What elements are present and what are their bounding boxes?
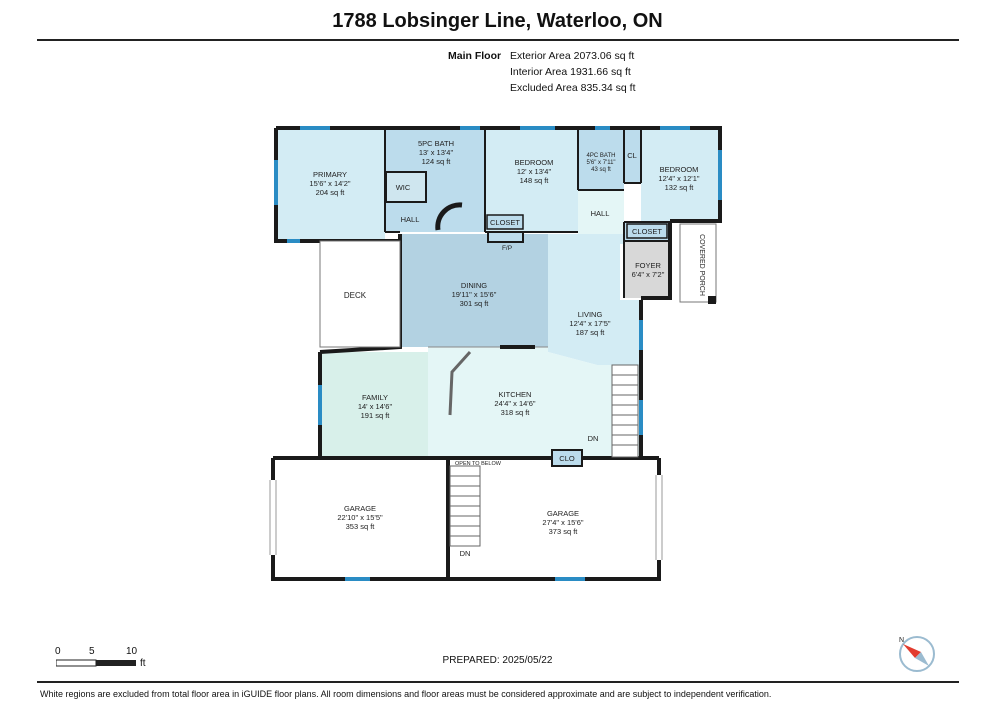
family-dims: 14' x 14'6" [358, 402, 393, 411]
clo-label: CLO [559, 454, 575, 463]
stairs-garage [449, 465, 481, 547]
living-name: LIVING [578, 310, 603, 319]
family-name: FAMILY [362, 393, 388, 402]
windows [274, 126, 722, 581]
room-fills [273, 128, 720, 579]
foyer-name: FOYER [635, 261, 661, 270]
bath5-area: 124 sq ft [422, 157, 452, 166]
bedroom2-room[interactable] [641, 128, 720, 221]
compass-icon: N [895, 632, 939, 681]
scale-graphic [56, 659, 136, 667]
garage2-dims: 27'4" x 15'6" [542, 518, 583, 527]
primary-area: 204 sq ft [316, 188, 346, 197]
bedroom2-name: BEDROOM [660, 165, 699, 174]
living-room[interactable] [548, 234, 641, 365]
exterior-area: Exterior Area 2073.06 sq ft [510, 50, 635, 62]
dining-room[interactable] [400, 234, 548, 347]
dining-name: DINING [461, 281, 487, 290]
dn-label-garage: DN [460, 549, 471, 558]
primary-room[interactable] [276, 128, 385, 241]
bedroom2-area: 132 sq ft [665, 183, 695, 192]
primary-name: PRIMARY [313, 170, 347, 179]
kitchen-island [448, 350, 472, 416]
garage1-name: GARAGE [344, 504, 376, 513]
bath4-room[interactable] [578, 128, 624, 190]
bath5-name: 5PC BATH [418, 139, 454, 148]
bath4-dims: 5'6" x 7'11" [586, 160, 615, 166]
bath4-area: 43 sq ft [591, 167, 611, 173]
deck-label: DECK [344, 291, 367, 300]
interior-area: Interior Area 1931.66 sq ft [510, 66, 631, 78]
scale-tick-5: 5 [89, 646, 95, 657]
garage2-room[interactable] [448, 458, 659, 579]
dining-dims: 19'11" x 15'6" [452, 290, 497, 299]
area-values: Exterior Area 2073.06 sq ft Interior Are… [510, 48, 636, 96]
bedroom1-name: BEDROOM [515, 158, 554, 167]
bedroom1-dims: 12' x 13'4" [517, 167, 552, 176]
page-title: 1788 Lobsinger Line, Waterloo, ON [332, 10, 663, 32]
garage1-dims: 22'10" x 15'5" [337, 513, 383, 522]
living-dims: 12'4" x 17'5" [569, 319, 610, 328]
svg-text:N: N [899, 637, 904, 644]
garage2-area: 373 sq ft [549, 527, 579, 536]
open-to-below-label: OPEN TO BELOW [455, 461, 502, 467]
tub-curve [435, 202, 463, 231]
bedroom1-area: 148 sq ft [520, 176, 550, 185]
garage1-room[interactable] [273, 458, 448, 579]
foyer-dims: 6'4" x 7'2" [632, 270, 665, 279]
bath4-name: 4PC BATH [587, 153, 616, 159]
living-area: 187 sq ft [576, 328, 606, 337]
deck-area [319, 240, 401, 348]
fp-label: F/P [502, 245, 512, 252]
prepared-date: PREPARED: 2025/05/22 [442, 655, 553, 666]
floor-label: Main Floor [448, 50, 502, 62]
kitchen-name: KITCHEN [499, 390, 532, 399]
fireplace [487, 231, 524, 243]
footer-divider [37, 681, 959, 683]
disclaimer: White regions are excluded from total fl… [40, 689, 772, 699]
closet-cl[interactable] [624, 128, 641, 183]
interior-walls [384, 128, 670, 349]
hall-top[interactable] [578, 190, 624, 234]
bedroom2-dims: 12'4" x 12'1" [658, 174, 699, 183]
closet-label-foyer: CLOSET [632, 227, 662, 236]
hall-label-right: HALL [591, 209, 610, 218]
excluded-area: Excluded Area 835.34 sq ft [510, 82, 636, 94]
kitchen-dims: 24'4" x 14'6" [494, 399, 535, 408]
garage2-name: GARAGE [547, 509, 579, 518]
hall-label-left: HALL [401, 215, 420, 224]
kitchen-room[interactable] [428, 347, 641, 457]
stairs-living [611, 364, 639, 458]
closet-label-bath: CLOSET [490, 218, 520, 227]
cl-label: CL [627, 151, 637, 160]
covered-porch-label: COVERED PORCH [698, 234, 705, 296]
dining-area: 301 sq ft [460, 299, 490, 308]
dn-label-living: DN [588, 434, 599, 443]
primary-dims: 15'6" x 14'2" [309, 179, 350, 188]
garage1-area: 353 sq ft [346, 522, 376, 531]
covered-porch-area [679, 223, 717, 303]
bath5-dims: 13' x 13'4" [419, 148, 454, 157]
header-divider [37, 39, 959, 41]
family-room[interactable] [320, 352, 428, 457]
scale-unit: ft [140, 658, 146, 669]
wic-label: WIC [396, 183, 411, 192]
scale-tick-0: 0 [55, 646, 61, 657]
family-area: 191 sq ft [361, 411, 391, 420]
scale-tick-10: 10 [126, 646, 138, 657]
foyer-room[interactable] [624, 241, 670, 298]
kitchen-area: 318 sq ft [501, 408, 531, 417]
